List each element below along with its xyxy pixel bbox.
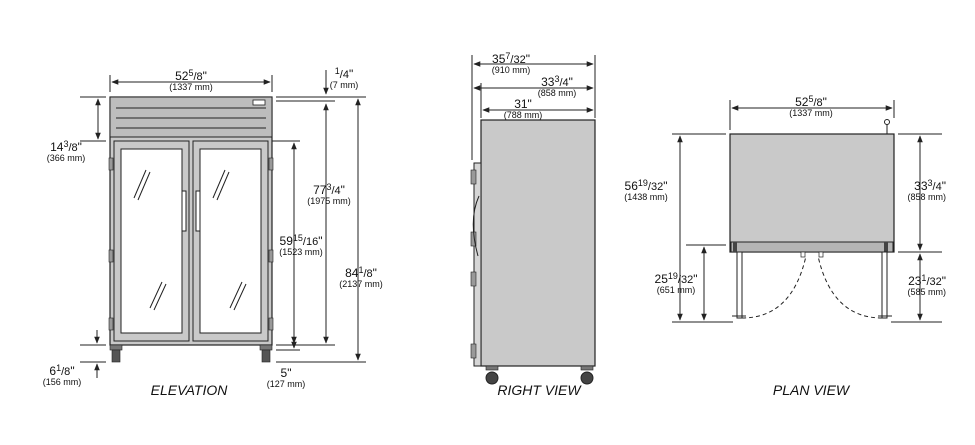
dim-inch-value: 357/32" bbox=[492, 51, 530, 66]
left-door bbox=[113, 140, 190, 342]
dim-mm-value: (858 mm) bbox=[538, 88, 577, 98]
dim-inch-value: 1/4" bbox=[335, 66, 353, 81]
dim-mm-value: (1337 mm) bbox=[789, 108, 833, 118]
dim-mm-value: (366 mm) bbox=[47, 153, 86, 163]
plan-right-door-open bbox=[881, 251, 888, 319]
left-door-glass bbox=[120, 148, 183, 334]
dim-mm-value: (858 mm) bbox=[907, 192, 946, 202]
dim-inch-value: 333/4" bbox=[541, 74, 573, 89]
right-handle bbox=[195, 190, 201, 232]
dim-inch-value: 333/4" bbox=[914, 178, 946, 193]
plan-view-label: PLAN VIEW bbox=[773, 382, 851, 398]
right-door-glass bbox=[199, 148, 262, 334]
dim-plan-width: 525/8"(1337 mm) bbox=[789, 94, 833, 118]
plan-left-swing bbox=[741, 255, 807, 319]
plan-right-swing bbox=[817, 255, 883, 319]
dim-inch-value: 525/8" bbox=[175, 68, 207, 83]
dim-mm-value: (651 mm) bbox=[657, 285, 696, 295]
right-view-label: RIGHT VIEW bbox=[497, 382, 582, 398]
dim-elevation-top-gap: 1/4"(7 mm) bbox=[330, 66, 359, 90]
dim-inch-value: 525/8" bbox=[795, 94, 827, 109]
dim-elevation-width: 525/8"(1337 mm) bbox=[169, 68, 213, 92]
elevation-view: ELEVATION bbox=[80, 70, 366, 398]
dim-inch-value: 61/8" bbox=[49, 363, 74, 378]
dim-inch-value: 231/32" bbox=[908, 273, 946, 288]
dim-mm-value: (1523 mm) bbox=[279, 247, 323, 257]
dim-elevation-total: 841/8"(2137 mm) bbox=[339, 265, 383, 289]
dim-inch-value: 841/8" bbox=[345, 265, 377, 280]
dim-mm-value: (910 mm) bbox=[492, 65, 531, 75]
dim-plan-door-open: 231/32"(585 mm) bbox=[907, 273, 946, 297]
dim-mm-value: (156 mm) bbox=[43, 377, 82, 387]
elevation-label: ELEVATION bbox=[151, 382, 229, 398]
dim-mm-value: (127 mm) bbox=[267, 379, 306, 389]
dim-plan-swing: 2519/32"(651 mm) bbox=[655, 271, 698, 295]
dim-inch-value: 5619/32" bbox=[625, 178, 668, 193]
dim-mm-value: (2137 mm) bbox=[339, 279, 383, 289]
logo-plate bbox=[252, 99, 266, 106]
dim-mm-value: (1975 mm) bbox=[307, 196, 351, 206]
dim-mm-value: (1337 mm) bbox=[169, 82, 213, 92]
elevation-grille bbox=[109, 96, 273, 138]
dim-mm-value: (1438 mm) bbox=[624, 192, 668, 202]
dim-elevation-leg: 61/8"(156 mm) bbox=[43, 363, 82, 387]
left-handle bbox=[181, 190, 187, 232]
dim-right-total-depth: 357/32"(910 mm) bbox=[492, 51, 531, 75]
dim-mm-value: (788 mm) bbox=[504, 110, 543, 120]
dim-mm-value: (585 mm) bbox=[907, 287, 946, 297]
dim-right-cab-depth: 31"(788 mm) bbox=[504, 97, 543, 120]
plan-view: PLAN VIEW bbox=[672, 100, 942, 398]
dim-mm-value: (7 mm) bbox=[330, 80, 359, 90]
dim-elevation-grille: 143/8"(366 mm) bbox=[47, 139, 86, 163]
dim-elevation-door: 5915/16"(1523 mm) bbox=[279, 233, 323, 257]
left-caster bbox=[111, 349, 121, 363]
dim-elevation-body: 773/4"(1975 mm) bbox=[307, 182, 351, 206]
dim-inch-value: 5915/16" bbox=[280, 233, 323, 248]
right-caster bbox=[261, 349, 271, 363]
dim-right-body-depth: 333/4"(858 mm) bbox=[538, 74, 577, 98]
plan-doors bbox=[730, 241, 894, 253]
plan-left-door-open bbox=[736, 251, 743, 319]
right-rear-caster bbox=[580, 371, 594, 385]
dim-plan-depth: 333/4"(858 mm) bbox=[907, 178, 946, 202]
right-door bbox=[192, 140, 269, 342]
right-front-caster bbox=[485, 371, 499, 385]
dim-inch-value: 143/8" bbox=[50, 139, 82, 154]
plan-cabinet bbox=[729, 133, 895, 253]
dim-inch-value: 5" bbox=[281, 366, 292, 380]
right-door-profile bbox=[473, 162, 482, 367]
dim-inch-value: 31" bbox=[514, 97, 532, 111]
right-view: RIGHT VIEW bbox=[470, 55, 596, 398]
dim-inch-value: 773/4" bbox=[313, 182, 345, 197]
right-cabinet bbox=[480, 119, 596, 367]
dim-plan-open-depth: 5619/32"(1438 mm) bbox=[624, 178, 668, 202]
dim-inch-value: 2519/32" bbox=[655, 271, 698, 286]
dim-elevation-caster: 5"(127 mm) bbox=[267, 366, 306, 389]
